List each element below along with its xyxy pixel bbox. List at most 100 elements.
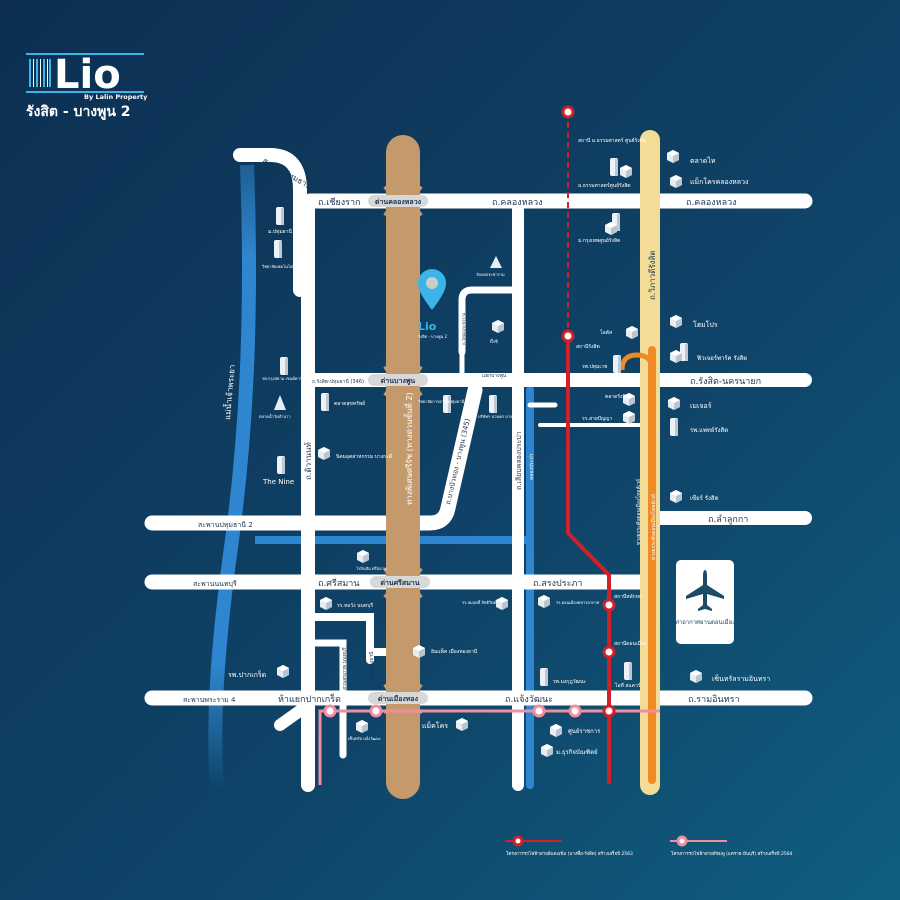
pink-station-marker xyxy=(568,704,582,718)
ram-inthra-label: ถ.รามอินทรา xyxy=(688,694,740,705)
place-donmuang-school: รร.ดอนเมืองทหารอากาศ xyxy=(556,600,600,605)
tollway-label: ทางยกระดับดอนเมืองโทลล์เวย์ xyxy=(650,494,657,560)
brand-tagline: By Lalin Property xyxy=(84,93,148,101)
chaeng-watthana-label: ถ.แจ้งวัฒนะ xyxy=(505,694,553,705)
place-school: รร.สมฤทธิ์ สิทธิวิทย์ xyxy=(462,599,496,605)
legend-red-line: โครงการรถไฟฟ้าสายสีแดงเข้ม (บางซื่อ-รังส… xyxy=(506,849,633,857)
station-don-muang-marker xyxy=(602,645,616,659)
pink-station-marker xyxy=(369,704,383,718)
red-line xyxy=(566,112,611,784)
station-lak-hok-label: สถานีหลักหก xyxy=(614,593,642,600)
si-rat-expressway xyxy=(383,135,423,799)
place-nawanakorn: บริษัทฯ นวนคร บางพูน xyxy=(478,414,518,420)
rangsit-nakhon-nayok-label: ถ.รังสิต-นครนายก xyxy=(690,376,761,387)
brand-logo: Lio By Lalin Property xyxy=(26,52,148,101)
legend-pink-line: โครงการรถไฟฟ้าสายสีชมพู (แคราย-มีนบุรี) … xyxy=(671,849,793,857)
roads xyxy=(144,148,813,792)
place-lotus: โลตัส xyxy=(600,329,612,336)
khlong-luang-label-2: ถ.คลองหลวง xyxy=(686,198,737,208)
brand-subtitle: รังสิต - บางพูน 2 xyxy=(26,104,131,120)
place-gov-center: ศูนย์ราชการ xyxy=(568,727,601,735)
place-talad-thai: ตลาดไท xyxy=(690,156,716,165)
place-makro: แม็คโคร xyxy=(422,721,448,730)
project-caption: รังสิต - บางพูน 2 xyxy=(418,334,448,340)
tiwanon-label: ถ.ติวานนท์ xyxy=(303,442,313,480)
place-future-park: ฟิวเจอร์พาร์ค รังสิต xyxy=(697,354,748,362)
place-makro-khlong-luang: แม็กโครคลองหลวง xyxy=(690,177,748,186)
place-patumwet: รพ.ปทุมเวช xyxy=(582,364,608,370)
station-rangsit-label: สถานีรังสิต xyxy=(576,343,600,350)
place-paet-rangsit: รพ.แพทย์รังสิต xyxy=(690,426,728,434)
place-talad-rangsit: ตลาดรังสิต xyxy=(605,393,629,400)
place-floating-market: ตลาดน้ำวัดลำนาว xyxy=(259,412,291,419)
liap-khlong-prapa-label: ถ.เลียบคลองประปา xyxy=(515,431,523,490)
airplane-icon xyxy=(686,570,724,611)
station-tu-label: สถานี ม.ธรรมศาสตร์ ศูนย์รังสิต xyxy=(578,137,646,144)
khlong-luang-label: ถ.คลองหลวง xyxy=(492,198,543,208)
wat-icon xyxy=(490,256,502,268)
popular-road-label: เมืองทองธานี xyxy=(368,651,375,680)
toll-si-saman: ด่านศรีสมาน xyxy=(380,579,419,587)
brand-logo-text: Lio xyxy=(54,52,121,98)
bridge-rama4-label: สะพานพระราม 4 xyxy=(183,696,236,704)
chiang-rak-label: ถ.เชียงราก xyxy=(318,197,361,208)
floating-market-icon xyxy=(274,395,286,410)
place-dpu: ม.ธุรกิจบัณฑิตย์ xyxy=(556,748,598,756)
station-rangsit-marker xyxy=(561,329,575,343)
place-homepro: โฮมโปร xyxy=(693,320,718,329)
expressway-label: ทางพิเศษศรีรัช (ทางด่วนขั้นที่ 2) xyxy=(403,392,414,505)
place-pak-kret-hospital: รพ.ปากเกร็ด xyxy=(228,670,266,679)
toll-bang-phun: ด่านบางพูน xyxy=(381,377,416,386)
place-it-square: ไอที สแควร์ xyxy=(614,682,641,689)
toll-khlong-luang: ด่านคลองหลวง xyxy=(375,198,422,206)
place-the-nine: The Nine xyxy=(262,478,294,486)
canal-label: คลองประปา xyxy=(529,453,535,480)
legend: โครงการรถไฟฟ้าสายสีแดงเข้ม (บางซื่อ-รังส… xyxy=(505,835,793,857)
soi-label: ถ.วัดบ่อประชาราม xyxy=(461,312,466,345)
vibhavadi-label: ถ.วิภาวดีรังสิต xyxy=(648,250,657,300)
place-impact: อิมแพ็ค เมืองทองธานี xyxy=(431,647,478,655)
place-central-ramintra: เซ็นทรัลรามอินทรา xyxy=(712,674,770,683)
place-mongkut: รพ.มงกุฎวัฒนะ xyxy=(553,679,586,685)
place-horwang: รร.หอวัง นนทบุรี xyxy=(337,602,373,609)
stations xyxy=(323,105,616,718)
place-wat: วัดบ่อประชาราม xyxy=(476,272,505,277)
bridge-nonthaburi-label: สะพานนนทบุรี xyxy=(193,580,237,588)
station-don-muang-label: สถานีดอนเมือง xyxy=(614,640,647,647)
place-sai-panya: รร.สายปัญญา xyxy=(582,416,612,422)
pink-station-marker xyxy=(532,704,546,718)
place-tech-college: วิทยาลัยเทคโนโลยีปทุมธานี xyxy=(261,264,310,270)
place-robinson: โรบินสัน ศรีสมาน xyxy=(356,566,387,571)
place-pathumthani-university: ม.ปทุมธานี xyxy=(268,228,293,235)
place-major: เมเจอร์ xyxy=(690,402,712,410)
song-prapha-label: ถ.สรงประภา xyxy=(533,579,582,589)
place-bangkok-university: ม.กรุงเทพศูนย์รังสิต xyxy=(578,237,620,244)
place-bangkadi: นิคมอุตสาหกรรม บางกะดี xyxy=(336,453,392,460)
place-st-carlos: รพ.กรุงสยาม เซนต์คาร์ลอส xyxy=(262,376,310,382)
tollway-label-2: ทางยกระดับดอนเมืองโทลล์เวย์ xyxy=(635,479,642,545)
don-muang-airport: ท่าอากาศยานดอนเมือง xyxy=(675,560,735,644)
landmarks: ตลาดไท แม็กโครคลองหลวง ม.ธรรมศาสตร์ศูนย์… xyxy=(228,150,770,757)
station-tu-marker xyxy=(561,105,575,119)
place-thammasat: ม.ธรรมศาสตร์ศูนย์รังสิต xyxy=(578,182,631,189)
lam-luk-ka-label: ถ.ลำลูกกา xyxy=(708,514,748,525)
park-road-label: สวนสุขภาพ นนทบุรี xyxy=(341,647,348,690)
place-central-chaeng-watthana: เซ็นทรัล แจ้งวัฒนะ xyxy=(348,735,381,741)
si-saman-label: ถ.ศรีสมาน xyxy=(318,578,360,589)
airport-label: ท่าอากาศยานดอนเมือง xyxy=(675,618,735,626)
station-interchange-marker xyxy=(602,704,616,718)
pak-kret-junction-label: ห้าแยกปากเกร็ด xyxy=(278,692,341,705)
rangsit-pathum-label: ถ.รังสิต-ปทุมธานี (346) xyxy=(312,378,364,385)
pink-line xyxy=(318,709,660,785)
bang-phun-junction-label: แยกบางพูน xyxy=(482,373,507,379)
place-zeer: เซียร์ รังสิต xyxy=(690,494,719,502)
bridge-pathum-2-label: สะพานปทุมธานี 2 xyxy=(198,521,253,529)
toll-tags: ด่านคลองหลวง ด่านบางพูน ด่านศรีสมาน ด่าน… xyxy=(368,195,430,704)
place-big-c: บิ๊กซี xyxy=(490,338,498,344)
project-location-pin[interactable] xyxy=(418,269,446,310)
place-voc-college: วิทยาลัยการอาชีพปทุมธานี xyxy=(417,399,464,405)
place-suksap: ตลาดสุขทรัพย์ xyxy=(334,400,365,407)
station-lak-hok-marker xyxy=(602,598,616,612)
